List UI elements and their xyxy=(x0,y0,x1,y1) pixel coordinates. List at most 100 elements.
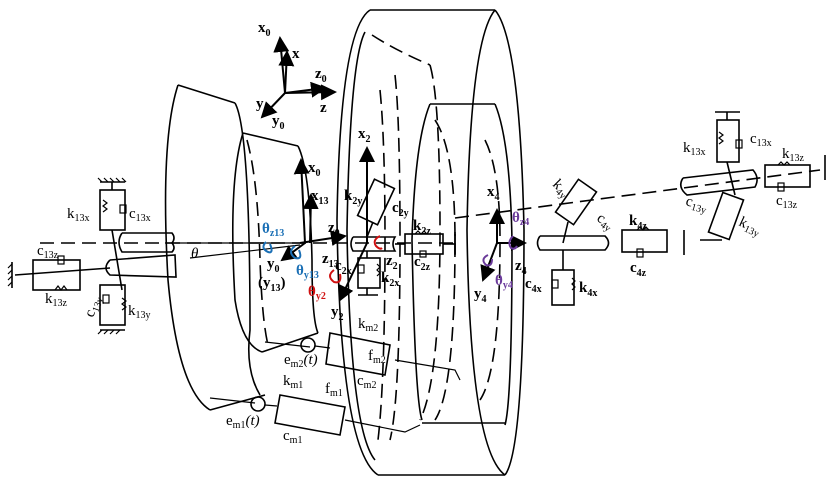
sun-x0-arrow xyxy=(293,158,310,244)
planet-shaft xyxy=(350,236,397,252)
damper-icon xyxy=(636,248,644,258)
label-c4z: c4z xyxy=(630,260,647,279)
em1-excitation-icon xyxy=(250,396,266,412)
damper-icon xyxy=(119,204,127,214)
left-support-assembly xyxy=(7,177,177,335)
label-left-k13z: k13z xyxy=(45,291,68,309)
theta-y4-rotation-icon xyxy=(482,254,493,267)
label-global-x: x xyxy=(292,46,300,62)
label-c2z: c2z xyxy=(414,254,431,273)
label-right-k13z: k13z xyxy=(782,146,805,164)
ring-y4-arrow xyxy=(480,242,498,282)
right-shaft xyxy=(679,169,758,196)
z-axis-arrow xyxy=(284,84,337,101)
label-planet-z2: z2 xyxy=(386,253,398,272)
y-axis-arrow xyxy=(260,92,286,119)
right-tilted-axis xyxy=(454,169,821,219)
label-sun-x13: x13 xyxy=(311,188,329,207)
label-right-k13x: k13x xyxy=(683,140,706,158)
spring-icon xyxy=(636,226,650,231)
label-planet-x2: x2 xyxy=(358,126,371,145)
label-left-c13z: c13z xyxy=(37,243,59,261)
label-sun-z13: z13 xyxy=(322,251,339,270)
k4y-c4y-box xyxy=(554,178,598,226)
label-fm1: fm1 xyxy=(325,381,343,399)
right-k13z-c13z-box xyxy=(764,164,811,188)
sun-z0-arrow xyxy=(299,230,347,247)
theta-z13-rotation-icon xyxy=(262,241,273,254)
damper-icon xyxy=(419,250,427,258)
label-k4y: k4y xyxy=(548,177,573,202)
sun-frame-axes xyxy=(262,158,347,262)
label-right-c13x: c13x xyxy=(750,131,772,149)
k4z-c4z-box xyxy=(621,229,668,253)
theta-y2-rotation-icon xyxy=(329,269,342,284)
em2-excitation-icon xyxy=(300,337,316,353)
damper-icon xyxy=(57,255,65,265)
km1-cm1-box xyxy=(274,394,346,436)
damper-icon xyxy=(777,182,785,192)
km2-cm2-box xyxy=(325,332,391,376)
theta-y13-rotation-icon xyxy=(290,245,302,260)
spring-icon xyxy=(571,277,576,291)
right-c13y-k13y-box xyxy=(707,191,745,241)
left-k13x-c13x-box xyxy=(99,189,126,231)
label-km2: km2 xyxy=(358,316,378,334)
label-theta-z13: θz13 xyxy=(262,221,284,239)
spring-icon xyxy=(376,263,381,277)
damper-icon xyxy=(357,264,365,274)
spring-icon xyxy=(121,297,127,311)
x-axis-arrow xyxy=(278,50,295,94)
label-c2x: c2x xyxy=(335,258,352,277)
label-theta-y4: θy4 xyxy=(495,273,513,291)
label-theta-z4: θz4 xyxy=(512,210,529,228)
label-left-c13y: c13y xyxy=(82,294,106,321)
label-ring-z4: z4 xyxy=(515,258,527,277)
label-km1: km1 xyxy=(283,373,303,391)
sun-outer-left-edge xyxy=(164,84,211,411)
label-ring-x4: x4 xyxy=(487,184,500,203)
label-k2y: k2y xyxy=(344,188,362,207)
label-theta-y2: θy2 xyxy=(308,284,326,302)
label-global-y: y xyxy=(256,96,264,112)
label-planet-y2: y2 xyxy=(331,304,344,323)
label-sun-z0: z0 xyxy=(328,220,340,239)
label-global-y0: y0 xyxy=(272,113,285,132)
label-left-k13x: k13x xyxy=(67,206,90,224)
label-k2x: k2x xyxy=(381,270,399,289)
label-em1: em1(t) xyxy=(226,413,260,431)
label-cm2: cm2 xyxy=(357,373,376,391)
label-em2: em2(t) xyxy=(284,352,318,370)
k2y-c2y-box xyxy=(356,178,396,226)
label-c4x: c4x xyxy=(525,276,542,295)
label-right-k13y: k13y xyxy=(735,214,763,240)
left-shaft-upper xyxy=(118,232,175,253)
sun-x13-arrow xyxy=(302,193,319,244)
right-k13x-c13x-box xyxy=(716,119,740,163)
label-global-x0: x0 xyxy=(258,20,271,39)
label-sun-y13: (y13) xyxy=(258,275,286,294)
damper-icon xyxy=(102,294,110,304)
x0-axis-arrow xyxy=(273,36,290,94)
spring-icon xyxy=(414,230,428,235)
tilted-axis-line xyxy=(189,244,301,259)
planet-frame xyxy=(329,146,456,302)
spring-icon xyxy=(54,285,68,291)
damper-icon xyxy=(735,139,743,149)
ring-shaft xyxy=(536,235,610,251)
right-support-assembly xyxy=(679,111,826,241)
label-theta-y13: θy13 xyxy=(296,263,319,281)
label-right-c13z: c13z xyxy=(776,193,798,211)
left-c13y-k13y-box xyxy=(99,284,126,326)
label-ring-y4: y4 xyxy=(474,286,487,305)
mesh-elements xyxy=(209,332,461,436)
label-sun-x0: x0 xyxy=(308,160,321,179)
label-global-z0: z0 xyxy=(315,66,327,85)
global-axes xyxy=(260,36,337,119)
label-c4y: c4y xyxy=(593,210,617,234)
theta-z4-rotation-icon xyxy=(508,235,518,250)
label-left-k13y: k13y xyxy=(128,303,151,321)
spring-icon xyxy=(102,199,108,213)
label-right-c13y: c13y xyxy=(683,193,709,216)
